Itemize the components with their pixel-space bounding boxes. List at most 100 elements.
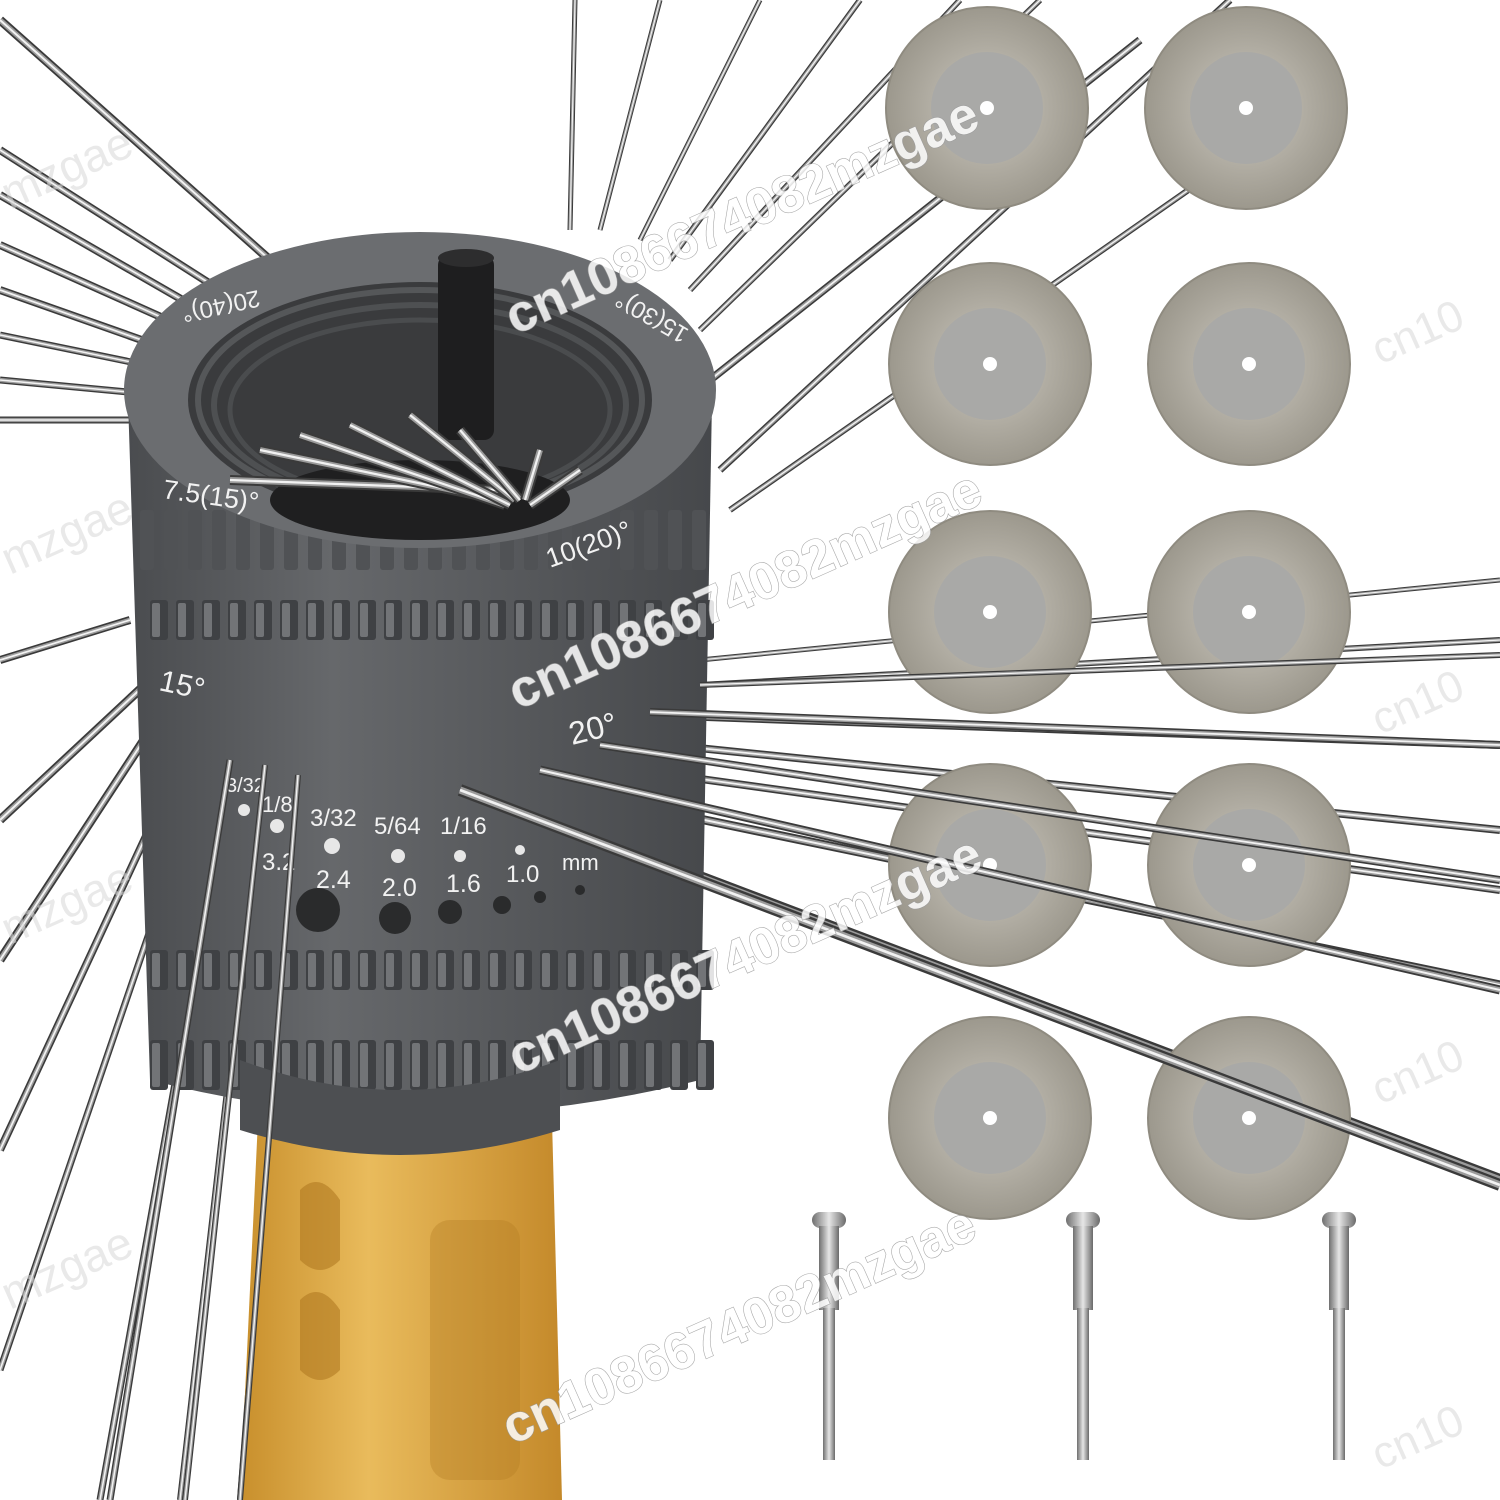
knurl-highlight (386, 603, 394, 637)
knurl-highlight (672, 953, 680, 987)
knurl-highlight (646, 1043, 654, 1087)
watermark-right-1: cn10 (1364, 291, 1471, 375)
size-hole (454, 850, 466, 862)
knurl-cell (164, 510, 178, 570)
mm-1-6: 1.6 (446, 870, 481, 898)
knurl-highlight (516, 953, 524, 987)
watermark-edge-2: mzgae (0, 480, 140, 584)
mm-2-4: 2.4 (316, 866, 351, 894)
diamond-disc (1147, 262, 1351, 466)
knurl-cell (188, 510, 202, 570)
knurl-highlight (438, 1043, 446, 1087)
knurl-cell (692, 510, 706, 570)
knurl-highlight (568, 1043, 576, 1087)
rotary-tool-handle (240, 1120, 562, 1500)
knurl-highlight (308, 953, 316, 987)
knurl-cell (596, 510, 610, 570)
electrode-rod (298, 430, 507, 510)
knurl-highlight (542, 953, 550, 987)
knurl-highlight (308, 603, 316, 637)
fraction-1-16: 1/16 (440, 813, 487, 840)
disc-arbor-hole (1242, 605, 1256, 619)
knurl-highlight (412, 953, 420, 987)
electrode-rod (0, 16, 273, 264)
knurl-highlight (152, 1043, 160, 1087)
knurl-highlight (178, 603, 186, 637)
size-hole (493, 896, 511, 914)
knurl-highlight (594, 1043, 602, 1087)
knurl-cell (236, 510, 250, 570)
electrode-rod (538, 765, 1500, 995)
diamond-disc (1147, 510, 1351, 714)
disc-arbor-hole (983, 1111, 997, 1125)
knurl-highlight (516, 603, 524, 637)
knurled-grip (140, 510, 714, 1090)
knurl-highlight (178, 953, 186, 987)
electrode-rod (619, 736, 1500, 834)
knurl-highlight (672, 603, 680, 637)
knurl-highlight (282, 603, 290, 637)
knurl-highlight (438, 603, 446, 637)
electrode-rod (0, 146, 223, 294)
fraction-5-64: 5/64 (374, 813, 421, 840)
knurl-highlight (646, 603, 654, 637)
knurl-highlight (464, 953, 472, 987)
electrode-rod (699, 577, 1500, 663)
knurl-highlight (204, 1043, 212, 1087)
electrode-rod (527, 465, 583, 510)
knurl-highlight (256, 953, 264, 987)
knurl-highlight (464, 603, 472, 637)
knurl-highlight (230, 953, 238, 987)
knurl-highlight (386, 1043, 394, 1087)
knurl-highlight (204, 953, 212, 987)
fraction-3-32-left: 3/32 (226, 775, 265, 797)
knurl-highlight (568, 603, 576, 637)
electrode-rod (0, 191, 202, 314)
disc-arbor-hole (983, 605, 997, 619)
knurl-cell (644, 510, 658, 570)
knurl-highlight (308, 1043, 316, 1087)
disc-arbor-hole (980, 101, 994, 115)
knurl-highlight (152, 603, 160, 637)
knurl-highlight (438, 953, 446, 987)
knurl-cell (140, 510, 154, 570)
knurl-highlight (230, 603, 238, 637)
knurl-highlight (152, 953, 160, 987)
knurl-highlight (334, 1043, 342, 1087)
knurl-cell (572, 510, 586, 570)
electrode-rod (699, 652, 1500, 688)
collet-spindle (438, 255, 494, 440)
knurl-highlight (464, 1043, 472, 1087)
electrode-rod (347, 420, 513, 510)
knurl-cell (668, 510, 682, 570)
knurl-highlight (698, 603, 706, 637)
watermark-4: cn1086674082mzgae (493, 1195, 984, 1456)
diamond-disc (888, 1016, 1092, 1220)
watermark-edge-3: mzgae (0, 850, 140, 954)
knurl-highlight (594, 953, 602, 987)
knurl-highlight (620, 603, 628, 637)
size-hole (391, 849, 405, 863)
watermark-right-3: cn10 (1364, 1031, 1471, 1115)
diamond-disc (888, 510, 1092, 714)
knurl-highlight (568, 953, 576, 987)
knurl-cell (212, 510, 226, 570)
watermark-edge-4: mzgae (0, 1215, 140, 1319)
mandrel (1066, 1212, 1100, 1460)
size-hole (515, 845, 525, 855)
electrode-rods-foreground (106, 652, 1500, 1500)
sharpener-body (124, 232, 716, 1155)
electrode-rod (237, 774, 301, 1500)
size-hole (296, 888, 340, 932)
electrode-rod (0, 616, 132, 664)
electrode-rod (0, 676, 154, 824)
size-hole (379, 902, 411, 934)
disc-arbor-hole (1242, 858, 1256, 872)
diamond-disc (1144, 6, 1348, 210)
knurl-highlight (490, 953, 498, 987)
knurl-highlight (360, 603, 368, 637)
knurl-highlight (360, 1043, 368, 1087)
watermark-right-2: cn10 (1364, 661, 1471, 745)
knurl-highlight (646, 953, 654, 987)
